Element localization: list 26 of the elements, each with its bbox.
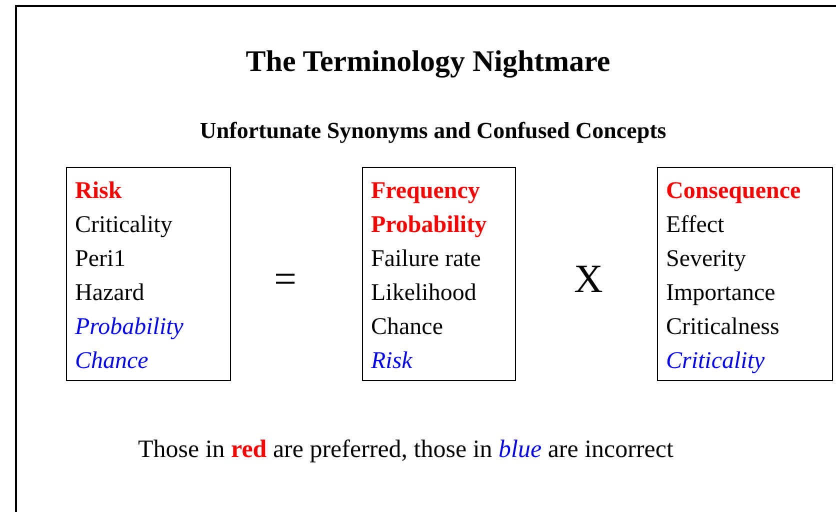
preferred-term: Probability [371, 211, 487, 240]
title-text: The Terminology Nightmare [244, 45, 612, 79]
term-box [657, 167, 833, 381]
synonym-term: Likelihood [371, 279, 476, 308]
term-box [362, 167, 516, 381]
synonym-term: Criticality [75, 211, 172, 240]
incorrect-term: Criticality [666, 347, 765, 376]
synonym-term: Hazard [75, 279, 144, 308]
preferred-term: Risk [75, 177, 122, 206]
synonym-term: Effect [666, 211, 724, 240]
synonym-term: Importance [666, 279, 776, 308]
note-text: Those in red are preferred, those in blue are incorrect [138, 436, 674, 464]
synonym-term: Criticalness [666, 313, 780, 342]
term-box [66, 167, 231, 381]
synonym-term: Severity [666, 245, 746, 274]
preferred-term: Frequency [371, 177, 480, 206]
subtitle-text: Unfortunate Synonyms and Confused Concepts [198, 118, 668, 144]
equals-sign: = [274, 255, 297, 302]
multiply-sign: X [574, 255, 603, 302]
synonym-term: Peri1 [75, 245, 126, 274]
incorrect-term: Probability [75, 313, 184, 342]
incorrect-term: Chance [75, 347, 148, 376]
preferred-term: Consequence [666, 177, 801, 206]
synonym-term: Failure rate [371, 245, 481, 274]
incorrect-term: Risk [371, 347, 412, 376]
synonym-term: Chance [371, 313, 443, 342]
